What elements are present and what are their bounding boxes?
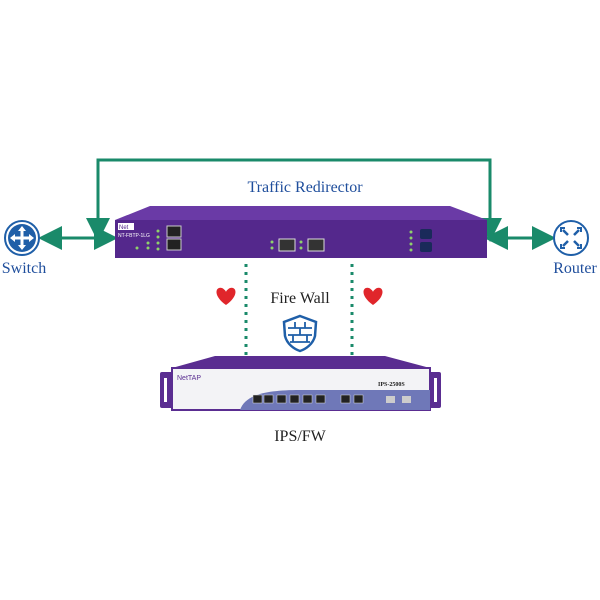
firewall-label: Fire Wall <box>270 290 330 307</box>
bypass-link <box>86 158 502 242</box>
heartbeat-icon-right <box>363 287 383 305</box>
heartbeat-icon-left <box>216 287 236 305</box>
traffic-redirector-device: Net NT-FBTP-1LG <box>115 206 487 258</box>
svg-text:NT-FBTP-1LG: NT-FBTP-1LG <box>118 233 150 239</box>
svg-text:NetTAP: NetTAP <box>177 375 201 382</box>
switch-label: Switch <box>1 260 47 277</box>
ips-device: NetTAP IPS-2500S <box>160 356 441 411</box>
firewall-shield-icon <box>282 314 318 353</box>
svg-text:IPS-2500S: IPS-2500S <box>378 382 405 388</box>
ips-label: IPS/FW <box>274 428 326 445</box>
router-label: Router <box>553 260 597 277</box>
router-icon <box>553 220 589 256</box>
svg-text:Net: Net <box>119 225 129 231</box>
diagram-title: Traffic Redirector <box>247 179 363 196</box>
switch-icon <box>4 220 40 256</box>
